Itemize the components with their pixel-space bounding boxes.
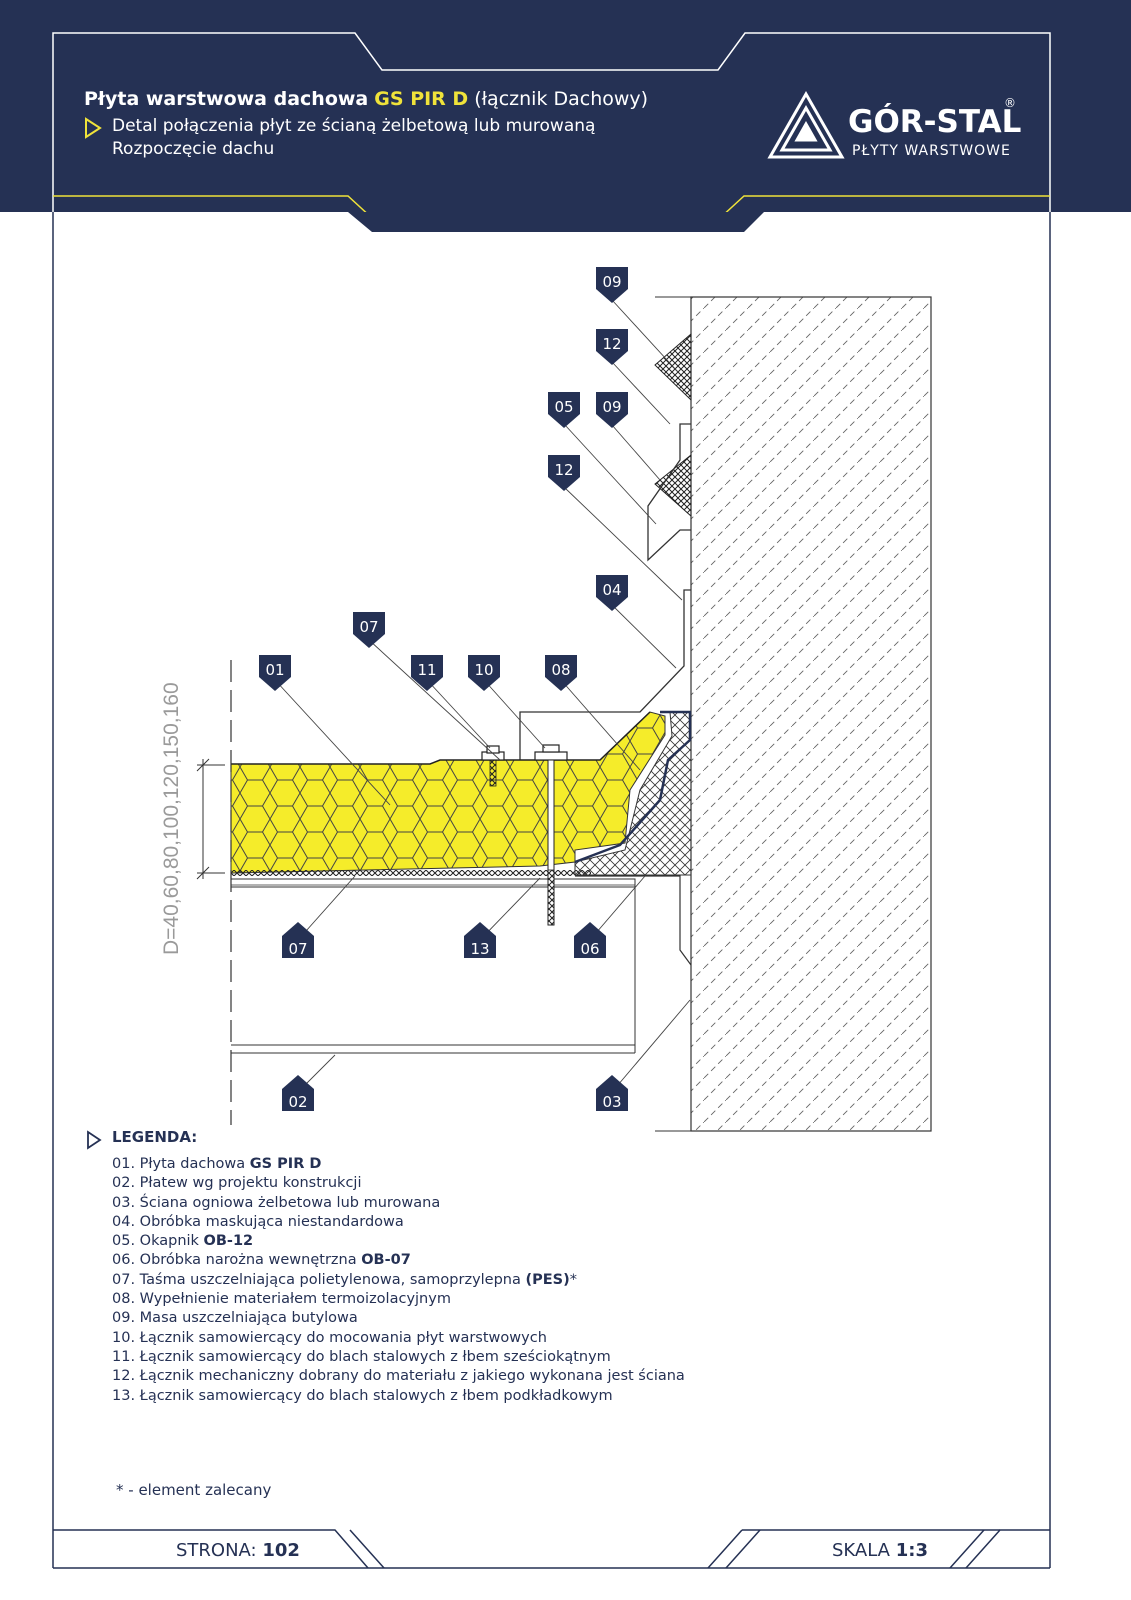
subtitle-arrow-icon [85, 117, 102, 139]
page-title: Płyta warstwowa dachowa GS PIR D (łączni… [84, 88, 648, 110]
subtitle-line1: Detal połączenia płyt ze ścianą żelbetow… [112, 116, 596, 136]
svg-text:07: 07 [288, 940, 307, 958]
subtitle-line2: Rozpoczęcie dachu [112, 139, 275, 159]
svg-text:04: 04 [602, 581, 621, 599]
svg-text:12: 12 [554, 461, 573, 479]
svg-text:03: 03 [602, 1093, 621, 1111]
callout-04: 04 [596, 575, 628, 611]
callout-02: 02 [282, 1075, 314, 1111]
legend-item: 07. Taśma uszczelniająca polietylenowa, … [112, 1271, 685, 1290]
legend-item: 03. Ściana ogniowa żelbetowa lub murowan… [112, 1194, 685, 1213]
title-prefix: Płyta warstwowa dachowa [84, 88, 369, 110]
legend-item-text: 12. Łącznik mechaniczny dobrany do mater… [112, 1368, 685, 1385]
header-band [0, 0, 1131, 212]
logo-tagline: PŁYTY WARSTWOWE [852, 143, 1011, 159]
legend-item-text: 06. Obróbka narożna wewnętrzna [112, 1252, 362, 1269]
footer-scale-label: SKALA [832, 1540, 890, 1561]
legend-item-text: 01. Płyta dachowa [112, 1156, 250, 1172]
callout-06: 06 [574, 922, 606, 958]
drip-flashing [647, 423, 691, 562]
footnote: * - element zalecany [116, 1481, 272, 1499]
legend-item: 11. Łącznik samowiercący do blach stalow… [112, 1348, 685, 1367]
legend-item: 05. Okapnik OB-12 [112, 1232, 685, 1251]
legend-item-code: GS PIR D [249, 1156, 322, 1172]
footer-page: STRONA: 102 [176, 1540, 300, 1561]
logo-registered: ® [1004, 96, 1016, 110]
svg-text:09: 09 [602, 398, 621, 416]
masking-flashing [519, 589, 691, 770]
svg-text:06: 06 [580, 940, 599, 958]
legend-item-code: (PES) [525, 1271, 570, 1288]
dimension-label: D=40,60,80,100,120,150,160 [160, 682, 183, 955]
callout-09-top: 09 [596, 267, 628, 303]
svg-text:12: 12 [602, 335, 621, 353]
svg-text:11: 11 [417, 661, 436, 679]
angle-flashing-06 [575, 875, 692, 966]
sealing-tape-bottom [231, 870, 591, 876]
svg-text:10: 10 [474, 661, 493, 679]
footer-scale-value: 1:3 [895, 1540, 928, 1561]
purlin [230, 878, 636, 888]
concrete-wall [690, 296, 932, 1132]
svg-text:01: 01 [265, 661, 284, 679]
legend-item-text: 09. Masa uszczelniająca butylowa [112, 1310, 358, 1327]
hex-fastener [481, 745, 505, 787]
butyl-seal-lower [654, 453, 692, 518]
legend-item-text: 10. Łącznik samowiercący do mocowania pł… [112, 1329, 547, 1346]
callout-01: 01 [259, 655, 291, 691]
legend-item: 10. Łącznik samowiercący do mocowania pł… [112, 1329, 685, 1348]
callout-03: 03 [596, 1075, 628, 1111]
logo-triangle-icon [767, 90, 845, 159]
svg-text:05: 05 [554, 398, 573, 416]
callout-09-mid: 09 [596, 392, 628, 428]
svg-text:07: 07 [359, 618, 378, 636]
legend-item-text: 02. Płatew wg projektu konstrukcji [112, 1175, 362, 1192]
legend-item-text: 08. Wypełnienie materiałem termoizolacyj… [112, 1291, 451, 1308]
legend-item: 01. Płyta dachowa GS PIR D [112, 1155, 685, 1174]
footer-page-number: 102 [262, 1540, 300, 1561]
footer-page-label: STRONA: [176, 1540, 257, 1561]
legend-item: 08. Wypełnienie materiałem termoizolacyj… [112, 1290, 685, 1309]
legend-title: LEGENDA: [112, 1128, 198, 1146]
callout-07-top: 07 [353, 612, 385, 648]
callout-10: 10 [468, 655, 500, 691]
legend-item-tail: * [569, 1271, 577, 1288]
legend-item: 02. Płatew wg projektu konstrukcji [112, 1174, 685, 1193]
svg-text:13: 13 [470, 940, 489, 958]
roof-panel-fastener [534, 744, 568, 926]
legend-item: 12. Łącznik mechaniczny dobrany do mater… [112, 1367, 685, 1386]
callout-11: 11 [411, 655, 443, 691]
legend-item-text: 07. Taśma uszczelniająca polietylenowa, … [112, 1271, 526, 1288]
legend-item: 09. Masa uszczelniająca butylowa [112, 1309, 685, 1328]
roof-panel-core [230, 711, 666, 874]
logo-name: GÓR-STAL [848, 104, 1022, 140]
title-product: GS PIR D [374, 88, 469, 110]
legend-item-text: 05. Okapnik [112, 1233, 204, 1250]
legend-item: 06. Obróbka narożna wewnętrzna OB-07 [112, 1251, 685, 1270]
svg-text:02: 02 [288, 1093, 307, 1111]
legend-item-text: 04. Obróbka maskująca niestandardowa [112, 1213, 404, 1230]
legend-item: 13. Łącznik samowiercący do blach stalow… [112, 1387, 685, 1406]
title-suffix: (łącznik Dachowy) [474, 88, 649, 110]
legend-arrow-icon [87, 1130, 102, 1150]
footer-scale: SKALA 1:3 [832, 1540, 928, 1561]
legend-item-text: 13. Łącznik samowiercący do blach stalow… [112, 1387, 613, 1404]
callout-12-top: 12 [596, 329, 628, 365]
legend-item-text: 03. Ściana ogniowa żelbetowa lub murowan… [112, 1194, 441, 1211]
callout-07-bottom: 07 [282, 922, 314, 958]
legend-item-code: OB-07 [361, 1252, 411, 1269]
callout-13: 13 [464, 922, 496, 958]
callout-05: 05 [548, 392, 580, 428]
legend-item-text: 11. Łącznik samowiercący do blach stalow… [112, 1348, 611, 1365]
callout-08: 08 [545, 655, 577, 691]
inner-corner-flashing [574, 710, 692, 864]
svg-text:08: 08 [551, 661, 570, 679]
legend-item-code: OB-12 [203, 1233, 254, 1250]
svg-text:09: 09 [602, 273, 621, 291]
legend-item: 04. Obróbka maskująca niestandardowa [112, 1213, 685, 1232]
callout-12-mid: 12 [548, 455, 580, 491]
